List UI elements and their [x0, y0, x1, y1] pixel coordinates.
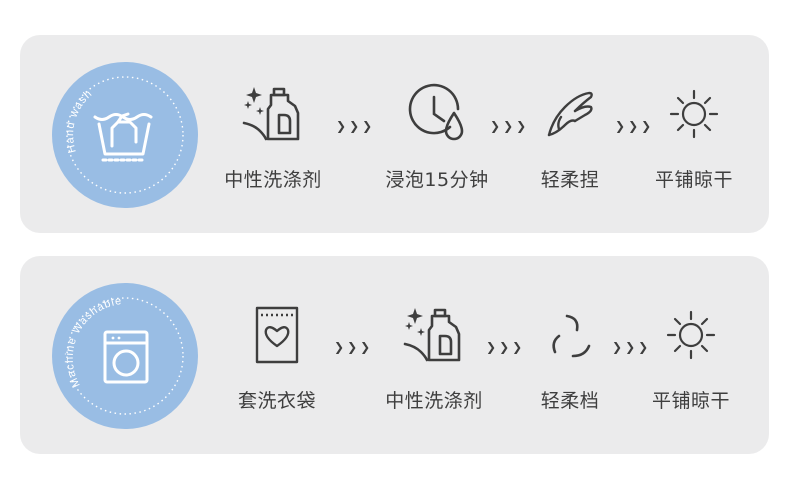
- step-gentle-squeeze: 轻柔捏: [505, 45, 635, 191]
- chevron-right-icon: ❯: [512, 340, 523, 354]
- laundry-bag-icon: [255, 306, 299, 364]
- machine-wash-panel: Machine Washable 套洗衣袋 ❯❯❯ 中性洗涤剂: [20, 256, 769, 454]
- machine-wash-badge: Machine Washable: [52, 283, 198, 429]
- step-dry-flat: 平铺晾干: [626, 266, 756, 412]
- chevron-right-icon: ❯: [334, 340, 345, 354]
- hand-wash-badge: Hand wash: [52, 62, 198, 208]
- step-label: 中性洗涤剂: [385, 390, 483, 412]
- chevron-right-icon: ❯: [336, 119, 347, 133]
- chevron-right-icon: ❯: [490, 119, 501, 133]
- hand-wash-panel: Hand wash 中性洗涤剂 ❯❯❯ 浸泡15分钟 ❯❯❯: [20, 35, 769, 233]
- chevron-right-icon: ❯: [612, 340, 623, 354]
- sun-icon: [659, 83, 729, 145]
- chevron-right-icon: ❯: [349, 119, 360, 133]
- gentle-cycle-icon: [552, 314, 591, 358]
- clock-drop-icon: [408, 83, 464, 141]
- chevron-right-icon: ❯: [641, 119, 652, 133]
- step-detergent: 中性洗涤剂: [208, 45, 338, 191]
- hand-wash-basin-icon: [93, 112, 153, 162]
- step-gentle-cycle: 轻柔档: [505, 266, 635, 412]
- step-label: 套洗衣袋: [237, 390, 316, 412]
- step-arrows: ❯❯❯: [615, 115, 663, 133]
- chevron-right-icon: ❯: [499, 340, 510, 354]
- step-label: 轻柔档: [540, 390, 600, 412]
- chevron-right-icon: ❯: [516, 119, 527, 133]
- step-arrows: ❯❯❯: [336, 115, 384, 133]
- detergent-bottle-icon: [399, 304, 469, 366]
- step-label: 浸泡15分钟: [385, 169, 489, 191]
- chevron-right-icon: ❯: [362, 119, 373, 133]
- chevron-right-icon: ❯: [638, 340, 649, 354]
- step-arrows: ❯❯❯: [612, 336, 660, 354]
- chevron-right-icon: ❯: [628, 119, 639, 133]
- chevron-right-icon: ❯: [625, 340, 636, 354]
- detergent-bottle-icon: [238, 83, 308, 145]
- step-laundry-bag: 套洗衣袋: [212, 266, 342, 412]
- step-label: 中性洗涤剂: [224, 169, 322, 191]
- chevron-right-icon: ❯: [486, 340, 497, 354]
- step-arrows: ❯❯❯: [490, 115, 538, 133]
- step-label: 轻柔捏: [540, 169, 600, 191]
- chevron-right-icon: ❯: [360, 340, 371, 354]
- chevron-right-icon: ❯: [503, 119, 514, 133]
- step-soak: 浸泡15分钟: [372, 45, 502, 191]
- step-dry-flat: 平铺晾干: [629, 45, 759, 191]
- step-detergent: 中性洗涤剂: [369, 266, 499, 412]
- step-arrows: ❯❯❯: [334, 336, 382, 354]
- step-label: 平铺晾干: [651, 390, 730, 412]
- chevron-right-icon: ❯: [615, 119, 626, 133]
- sun-icon: [656, 304, 726, 366]
- chevron-right-icon: ❯: [347, 340, 358, 354]
- step-arrows: ❯❯❯: [486, 336, 534, 354]
- washing-machine-icon: [103, 330, 149, 384]
- hand-icon: [547, 91, 593, 137]
- step-label: 平铺晾干: [654, 169, 733, 191]
